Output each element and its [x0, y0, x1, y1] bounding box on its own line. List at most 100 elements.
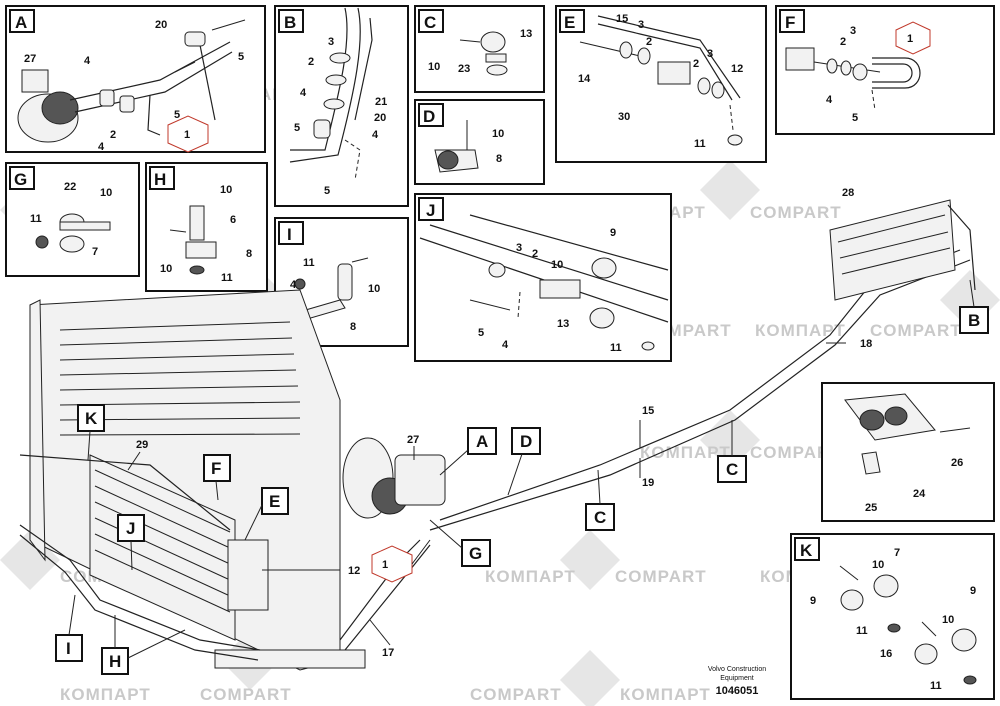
- part-number: 20: [374, 112, 386, 124]
- part-number: 22: [64, 181, 76, 193]
- part-number: 14: [578, 73, 591, 85]
- part-number: 5: [238, 51, 244, 63]
- callout-h: H: [101, 615, 186, 675]
- panel-g: G 22 10 11 7: [5, 162, 140, 277]
- part-number: 7: [894, 547, 900, 559]
- part-number: 25: [865, 502, 877, 514]
- part-number: 10: [368, 283, 380, 295]
- panel-j: J 9 3 2 10 5 13 4 11: [414, 193, 672, 362]
- panel-e: E 15 3 2 3 2 12 14 30 11: [555, 5, 767, 163]
- part-number: 19: [642, 477, 654, 489]
- part-number: 1: [184, 129, 190, 141]
- part-number: 4: [98, 141, 105, 153]
- svg-text:J: J: [126, 519, 135, 538]
- svg-text:C: C: [594, 508, 606, 527]
- callout-c: C: [717, 420, 747, 483]
- watermark-text: COMPART: [200, 685, 292, 704]
- part-number: 5: [478, 327, 484, 339]
- part-number: 8: [496, 153, 502, 165]
- part-number: 11: [856, 625, 868, 637]
- part-number: 15: [642, 405, 654, 417]
- part-number: 1: [382, 559, 388, 571]
- part-number: 5: [324, 185, 330, 197]
- brand-line-1: Volvo Construction: [708, 666, 766, 673]
- watermark-text: КОМПАРТ: [755, 321, 846, 340]
- part-number: 4: [502, 339, 509, 351]
- callout-c: C: [585, 469, 615, 531]
- part-number: 2: [693, 58, 699, 70]
- part-number: 23: [458, 63, 470, 75]
- svg-text:F: F: [211, 459, 221, 478]
- watermark-text: COMPART: [470, 685, 562, 704]
- part-number: 4: [300, 87, 307, 99]
- part-number: 3: [328, 36, 334, 48]
- panel-h: H 10 6 10 8 11: [145, 162, 268, 292]
- main-illustration: 28 18 15 19 29 27 12 17 1: [19, 187, 976, 671]
- part-number: 27: [407, 434, 419, 446]
- panel-f: F 2 3 1 4 5: [775, 5, 995, 135]
- part-number: 5: [852, 112, 858, 124]
- callout-g: G: [429, 519, 491, 567]
- part-number: 4: [290, 279, 297, 291]
- watermark-text: COMPART: [870, 321, 962, 340]
- drawing-number: 1046051: [716, 685, 759, 697]
- panel-label: C: [424, 13, 436, 32]
- part-number: 16: [880, 648, 892, 660]
- part-number: 18: [860, 338, 872, 350]
- svg-text:E: E: [269, 492, 280, 511]
- svg-text:A: A: [476, 432, 488, 451]
- svg-text:I: I: [66, 639, 71, 658]
- panel-label: J: [426, 201, 435, 220]
- part-number: 1: [907, 33, 913, 45]
- panel-label: H: [154, 170, 166, 189]
- part-number: 10: [551, 259, 563, 271]
- part-number: 20: [155, 19, 167, 31]
- panel-b: B 2 3 4 21 20 5 4 5: [274, 5, 409, 207]
- part-number: 11: [303, 257, 315, 269]
- part-number: 15: [616, 13, 628, 25]
- part-number: 4: [372, 129, 379, 141]
- part-number: 4: [826, 94, 833, 106]
- panel-c: C 13 10 23: [414, 5, 545, 93]
- callout-a: A: [439, 427, 497, 476]
- svg-text:D: D: [520, 432, 532, 451]
- panel-label: F: [785, 13, 795, 32]
- svg-text:B: B: [968, 311, 980, 330]
- footer: Volvo Construction Equipment 1046051: [708, 666, 766, 697]
- panel-d: D 10 8: [414, 99, 545, 185]
- watermark-text: КОМПАРТ: [60, 685, 151, 704]
- part-number: 10: [942, 614, 954, 626]
- part-number: 10: [100, 187, 112, 199]
- panel-grommet: 26 24 25: [821, 382, 995, 522]
- part-number: 7: [92, 246, 98, 258]
- panel-label: K: [800, 541, 813, 560]
- part-number: 3: [638, 19, 644, 31]
- part-number: 9: [970, 585, 976, 597]
- part-number: 10: [160, 263, 172, 275]
- brand-line-2: Equipment: [720, 675, 754, 682]
- callout-j: J: [117, 514, 145, 571]
- watermark-text: КОМПАРТ: [485, 567, 576, 586]
- part-number: 27: [24, 53, 36, 65]
- svg-text:G: G: [469, 544, 482, 563]
- part-number: 2: [308, 56, 314, 68]
- callout-d: D: [507, 427, 541, 496]
- part-number: 10: [492, 128, 504, 140]
- part-number: 10: [220, 184, 232, 196]
- panel-label: B: [284, 13, 296, 32]
- part-number: 13: [520, 28, 532, 40]
- part-number: 12: [731, 63, 743, 75]
- panel-label: E: [564, 13, 575, 32]
- panel-label: I: [287, 225, 292, 244]
- part-number: 2: [840, 36, 846, 48]
- watermark-text: COMPART: [750, 203, 842, 222]
- part-number: 30: [618, 111, 630, 123]
- part-number: 24: [913, 488, 926, 500]
- svg-text:K: K: [85, 409, 98, 428]
- main-callouts: B K F E J I H: [55, 279, 989, 675]
- callout-i: I: [55, 594, 83, 662]
- panel-k: K 7 10 9 11 10 9 16 11: [790, 533, 995, 700]
- part-number: 6: [230, 214, 236, 226]
- part-number: 5: [294, 122, 300, 134]
